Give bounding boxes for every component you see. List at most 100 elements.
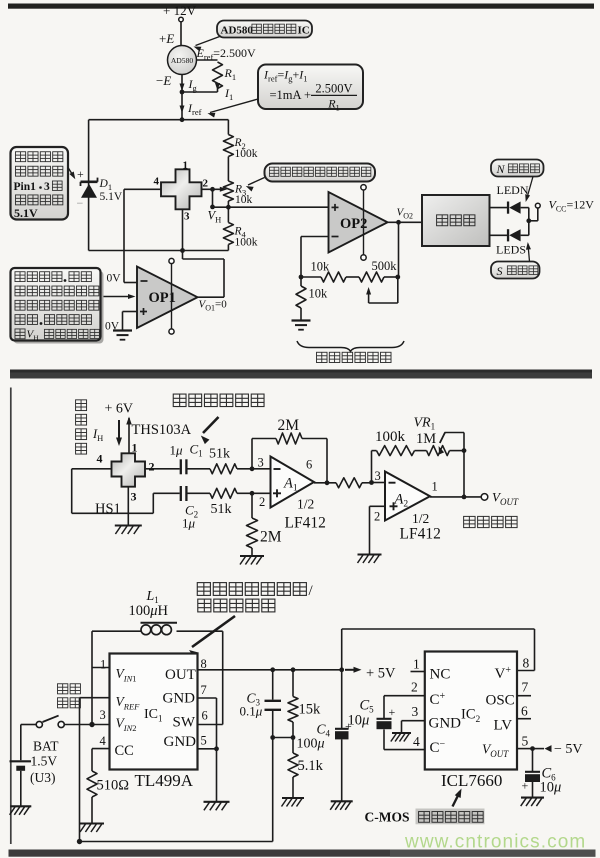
svg-text:10k: 10k	[311, 260, 331, 274]
svg-text:7: 7	[201, 683, 207, 697]
svg-text:4: 4	[97, 452, 103, 466]
svg-text:6: 6	[521, 704, 528, 719]
svg-text:−: −	[77, 196, 84, 210]
svg-text:C1: C1	[190, 442, 203, 459]
svg-text:2: 2	[203, 178, 209, 190]
svg-text:4: 4	[413, 734, 420, 749]
svg-text:S: S	[497, 264, 503, 278]
svg-text:OP1: OP1	[149, 290, 176, 306]
svg-text:510Ω: 510Ω	[97, 778, 130, 794]
svg-text:3: 3	[131, 490, 137, 504]
svg-text:L1: L1	[146, 589, 159, 605]
svg-text:LEDS: LEDS	[496, 243, 526, 257]
svg-text:51k: 51k	[211, 502, 232, 517]
svg-text:100k: 100k	[235, 148, 258, 160]
svg-text:4: 4	[154, 176, 160, 188]
svg-text:1: 1	[432, 480, 438, 494]
svg-text:2: 2	[411, 680, 418, 695]
svg-text:Pin1: Pin1	[14, 181, 37, 193]
svg-text:C5: C5	[360, 698, 375, 715]
svg-text:I1: I1	[224, 86, 233, 102]
svg-text:Iref: Iref	[187, 101, 202, 117]
svg-text:VCC=12V: VCC=12V	[549, 198, 595, 214]
svg-text:1: 1	[183, 159, 189, 171]
svg-text:N: N	[496, 162, 506, 176]
svg-text:1.5V: 1.5V	[31, 754, 58, 769]
svg-text:AD580: AD580	[171, 56, 194, 65]
svg-text:3: 3	[44, 181, 50, 193]
svg-text:D1: D1	[99, 178, 113, 192]
svg-text:BAT: BAT	[33, 739, 59, 754]
svg-text:IC1: IC1	[144, 707, 163, 724]
svg-text:500k: 500k	[372, 259, 398, 273]
svg-text:CC: CC	[115, 743, 134, 759]
svg-text:C3: C3	[247, 691, 261, 708]
svg-text:100k: 100k	[375, 429, 406, 445]
svg-text:C6: C6	[542, 766, 557, 783]
svg-text:IC: IC	[298, 25, 310, 37]
svg-text:R1: R1	[224, 66, 237, 82]
svg-text:=1mA +: =1mA +	[270, 88, 312, 102]
svg-text:THS103A: THS103A	[132, 422, 192, 438]
svg-text:SW: SW	[173, 715, 196, 731]
svg-text:LF412: LF412	[285, 515, 326, 532]
svg-text:2: 2	[259, 495, 265, 509]
svg-text:IH: IH	[92, 427, 103, 443]
svg-text:HS1: HS1	[95, 501, 121, 517]
svg-text:A2: A2	[394, 492, 409, 510]
svg-text:OSC: OSC	[486, 693, 515, 709]
svg-text:8: 8	[523, 656, 530, 671]
svg-text:GND: GND	[163, 691, 196, 707]
svg-text:−E: −E	[156, 73, 171, 88]
svg-text:LF412: LF412	[400, 526, 441, 543]
svg-text:GND: GND	[429, 716, 462, 732]
svg-text:A1: A1	[283, 476, 298, 494]
svg-text:− 5V: − 5V	[554, 742, 583, 757]
svg-text:VREF: VREF	[116, 694, 141, 712]
svg-text:2M: 2M	[260, 529, 282, 546]
svg-text:10k: 10k	[309, 287, 329, 301]
svg-text:Eref=2.500V: Eref=2.500V	[196, 46, 257, 62]
svg-text:Ig: Ig	[188, 77, 198, 93]
svg-text:VOUT: VOUT	[492, 490, 519, 508]
svg-text:10k: 10k	[235, 194, 253, 206]
svg-text:1M: 1M	[416, 431, 436, 447]
svg-text:8: 8	[201, 657, 207, 671]
svg-text:NC: NC	[430, 667, 451, 683]
svg-text:+: +	[77, 167, 84, 181]
svg-text:2: 2	[374, 510, 380, 524]
svg-text:+E: +E	[159, 31, 174, 46]
svg-text:R3: R3	[234, 184, 246, 198]
svg-text:C-MOS: C-MOS	[365, 810, 410, 825]
svg-text:3: 3	[100, 708, 106, 722]
svg-text:LV: LV	[494, 718, 513, 734]
svg-text:0.1μ: 0.1μ	[240, 704, 263, 719]
svg-text:2.500V: 2.500V	[315, 82, 352, 96]
svg-text:1/2: 1/2	[412, 511, 429, 526]
svg-text:C4: C4	[317, 722, 331, 739]
svg-text:5: 5	[522, 734, 529, 749]
svg-text:VO1=0: VO1=0	[199, 299, 228, 313]
svg-text:6: 6	[202, 709, 208, 723]
svg-text:4: 4	[100, 734, 107, 748]
svg-text:100k: 100k	[235, 237, 258, 249]
svg-text:VIN1: VIN1	[116, 666, 137, 684]
svg-text:51k: 51k	[209, 447, 230, 462]
svg-text:7: 7	[522, 680, 529, 695]
svg-text:5: 5	[201, 734, 207, 748]
svg-text:3: 3	[258, 456, 264, 470]
svg-text:OUT: OUT	[165, 667, 196, 683]
svg-text:LEDN: LEDN	[497, 183, 529, 197]
svg-text:VO2: VO2	[397, 207, 414, 221]
svg-text:0V: 0V	[107, 273, 122, 285]
svg-text:1: 1	[100, 658, 106, 672]
svg-text:+: +	[522, 779, 529, 793]
svg-text:R4: R4	[234, 226, 247, 240]
svg-text:/: /	[309, 583, 314, 599]
svg-text:1/2: 1/2	[297, 497, 314, 512]
svg-text:VIN2: VIN2	[116, 716, 137, 734]
svg-text:3: 3	[412, 704, 419, 719]
svg-text:R2: R2	[234, 137, 246, 151]
svg-text:+ 12V: + 12V	[163, 3, 197, 18]
svg-text:5.1V: 5.1V	[14, 206, 38, 220]
